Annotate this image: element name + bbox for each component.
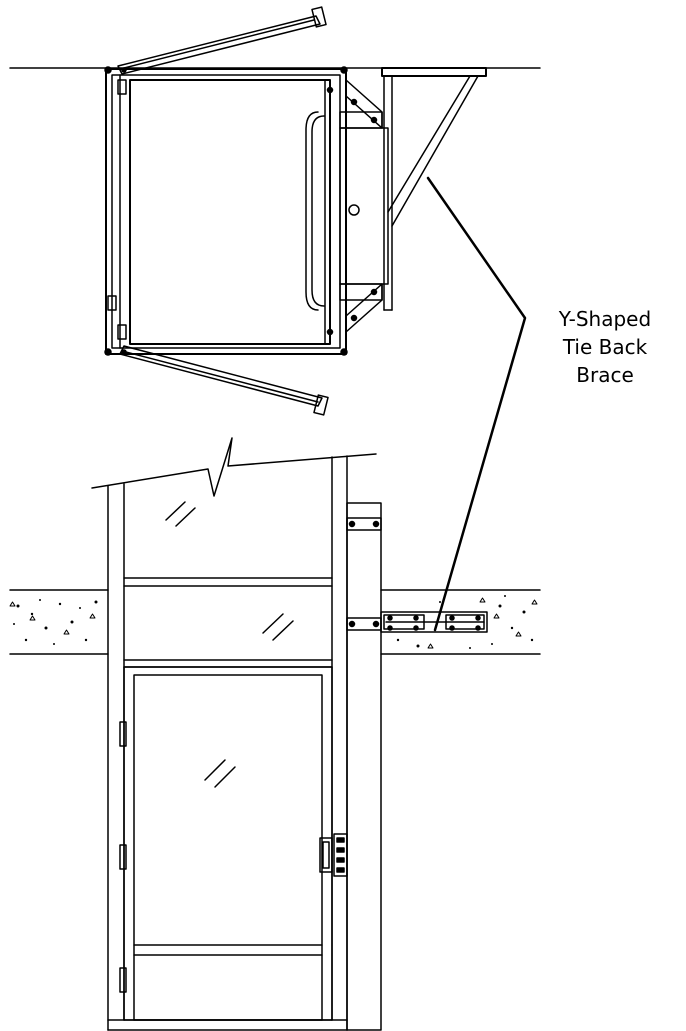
- concrete-aggregate: [13, 595, 534, 649]
- glass-hatch-marks: [165, 501, 294, 788]
- elevation-view: [9, 437, 541, 1031]
- elevation-gate-door: [119, 666, 348, 1021]
- upper-column-bracket: [346, 517, 382, 531]
- plan-cabin-outer-frame: [105, 68, 347, 355]
- callout-line-1: Y-Shaped: [558, 307, 652, 331]
- plan-mount-brackets: [326, 79, 389, 336]
- plan-view: [9, 6, 541, 416]
- plan-door-handle-curve: [305, 111, 319, 311]
- door-lock-plate: [333, 833, 348, 877]
- plan-cabin-inner-frame: [129, 79, 331, 345]
- plan-hinges: [107, 79, 127, 340]
- callout-line-2: Tie Back: [562, 335, 648, 359]
- callout-line-3: Brace: [576, 363, 634, 387]
- elevation-break-line: [91, 437, 377, 497]
- floor-slab: [9, 589, 541, 655]
- door-latch: [319, 837, 333, 873]
- plan-tie-back-brace: [381, 67, 487, 311]
- plan-bottom-gate-arm: [119, 345, 329, 416]
- elevation-tower-column: [346, 502, 382, 1031]
- plan-top-gate-arm: [117, 6, 327, 75]
- plan-bracket-bolt: [348, 204, 360, 216]
- concrete-triangles: [9, 597, 538, 649]
- plan-corner-markers: [104, 66, 348, 356]
- y-shaped-tie-back-brace-label: Y-Shaped Tie Back Brace: [540, 305, 670, 389]
- elevation-tie-back-brace: [346, 611, 488, 633]
- callout-leader-line: [426, 176, 527, 632]
